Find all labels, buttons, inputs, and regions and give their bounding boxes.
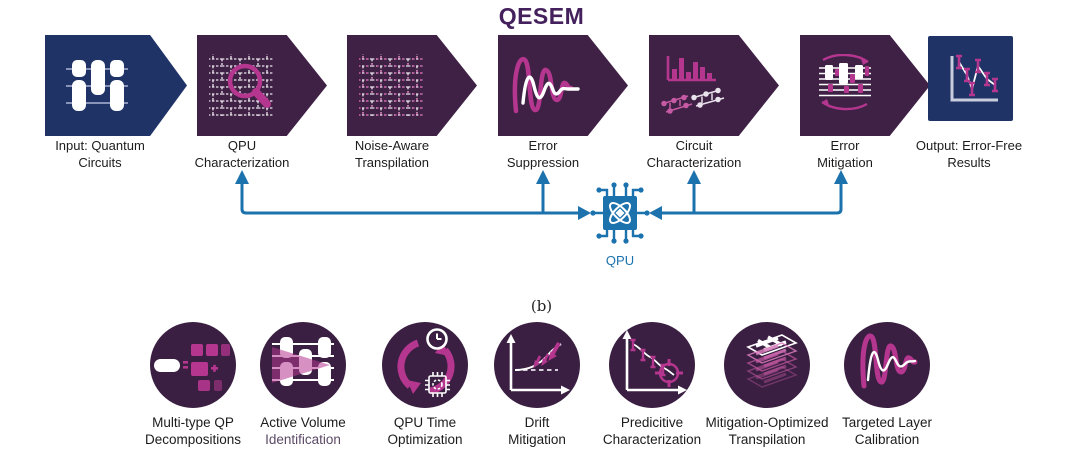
feature-active-volume-identification	[260, 322, 346, 408]
label-multi-type-qp-decompositions: Multi-type QP Decompositions	[144, 415, 242, 447]
label-mitigation-optimized-transpilation: Mitigation-Optimized Transpilation	[705, 415, 829, 447]
label-noise-aware-transpilation: Noise-Aware Transpilation	[354, 138, 430, 170]
time-optimization-icon	[397, 328, 455, 397]
histogram-circuits-icon	[649, 35, 739, 136]
label-error-mitigation: Error Mitigation	[817, 138, 873, 170]
stage-noise-aware-transpilation	[347, 35, 477, 136]
stage-output-results	[928, 36, 1013, 121]
stage-qpu-characterization	[197, 35, 327, 136]
stage-error-mitigation	[800, 35, 930, 136]
label-output-results: Output: Error-Free Results	[915, 138, 1023, 170]
feature-qpu-time-optimization	[382, 322, 468, 408]
feature-multi-type-qp-decompositions	[150, 322, 236, 408]
predictive-characterization-icon	[622, 330, 687, 395]
label-input-quantum-circuits: Input: Quantum Circuits	[55, 138, 145, 170]
drift-mitigation-icon	[506, 334, 570, 395]
label-targeted-layer-calibration: Targeted Layer Calibration	[841, 415, 933, 447]
stage-circuit-characterization	[649, 35, 779, 136]
quantum-circuit-icon	[45, 35, 150, 136]
label-circuit-characterization: Circuit Characterization	[646, 138, 742, 170]
qpu-feedback-arrows	[235, 170, 848, 220]
decomposition-icon	[154, 344, 230, 391]
errorbar-chart-icon	[928, 36, 1013, 121]
pulse-waves-icon	[498, 35, 588, 136]
label-error-suppression: Error Suppression	[506, 138, 580, 170]
noisy-brick-icon	[347, 35, 437, 136]
feature-mitigation-optimized-transpilation	[724, 322, 810, 408]
label-active-volume-identification: Active Volume Identification	[260, 415, 346, 447]
qpu-chip: QPU	[588, 180, 652, 268]
layered-transpilation-icon	[746, 334, 798, 388]
qpu-label: QPU	[605, 253, 635, 268]
feature-drift-mitigation	[494, 322, 580, 408]
stage-error-suppression	[498, 35, 628, 136]
subfigure-label: (b)	[530, 297, 553, 315]
circuit-refresh-icon	[800, 35, 890, 136]
active-volume-icon	[272, 337, 334, 386]
figure-title: QESEM	[498, 3, 585, 29]
qpu-chip-icon	[590, 182, 650, 244]
feature-predictive-characterization	[609, 322, 695, 408]
stage-input-quantum-circuits	[45, 35, 187, 136]
label-qpu-characterization: QPU Characterization	[194, 138, 290, 170]
brick-magnifier-icon	[197, 35, 287, 136]
label-drift-mitigation: Drift Mitigation	[508, 415, 566, 447]
wave-calibration-icon	[860, 333, 918, 389]
label-qpu-time-optimization: QPU Time Optimization	[387, 415, 463, 447]
feature-targeted-layer-calibration	[844, 322, 930, 408]
label-predictive-characterization: Predicitive Characterization	[602, 415, 702, 447]
